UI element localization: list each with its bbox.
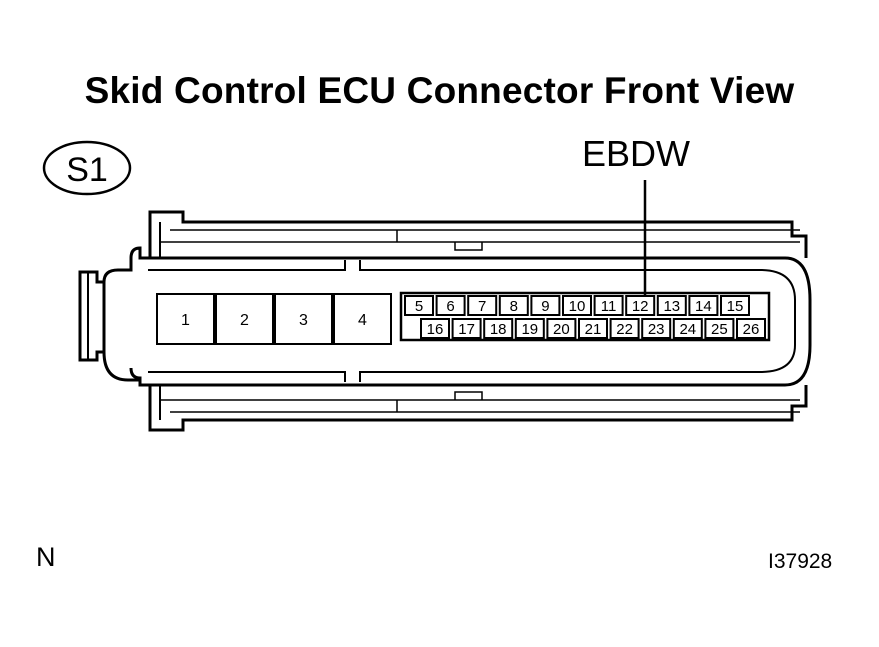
pin-label: 4 [358, 312, 367, 329]
connector-code-badge: S1 [42, 140, 132, 196]
figure-id: I37928 [768, 550, 833, 573]
pin-label: 22 [616, 321, 633, 338]
pin-2: 2 [215, 293, 274, 345]
pin-25: 25 [704, 318, 735, 339]
pin-label: 17 [458, 321, 475, 338]
pin-label: 3 [299, 312, 308, 329]
pin-5: 5 [404, 295, 434, 316]
pin-label: 9 [541, 298, 549, 315]
footer-left-code: N [36, 542, 56, 572]
pin-16: 16 [420, 318, 450, 339]
pin-label: 18 [490, 321, 507, 338]
pin-label: 7 [478, 298, 486, 315]
pin-3: 3 [274, 293, 333, 345]
pin-10: 10 [562, 295, 592, 316]
pin-13: 13 [656, 295, 687, 316]
pin-label: 21 [585, 321, 602, 338]
pin-21: 21 [578, 318, 608, 339]
pin-6: 6 [435, 295, 466, 316]
pin-label: 20 [553, 321, 570, 338]
large-pin-group: 1 2 3 4 [156, 293, 392, 345]
pin-label: 14 [695, 298, 712, 315]
pin-label: 23 [648, 321, 665, 338]
pin-label: 6 [446, 298, 454, 315]
pin-24: 24 [672, 318, 703, 339]
pin-label: 13 [663, 298, 680, 315]
pin-4: 4 [333, 293, 392, 345]
pin-1: 1 [156, 293, 215, 345]
pin-19: 19 [514, 318, 545, 339]
pin-label: 16 [427, 321, 444, 338]
pin-7: 7 [467, 295, 498, 316]
pin-label: 10 [569, 298, 586, 315]
connector-code-text: S1 [66, 151, 108, 189]
pin-12: 12 [625, 295, 656, 316]
pin-label: 19 [521, 321, 538, 338]
pin-label: 15 [727, 298, 744, 315]
pin-14: 14 [688, 295, 719, 316]
pin-label: 12 [632, 298, 649, 315]
connector-body [78, 210, 812, 432]
pin-11: 11 [593, 295, 624, 316]
pin-label: 5 [415, 298, 423, 315]
small-pin-row-bottom: 16 17 18 19 20 21 22 23 24 25 26 [420, 318, 766, 339]
pin-18: 18 [483, 318, 514, 339]
small-pin-block [399, 291, 771, 342]
pin-label: 8 [510, 298, 518, 315]
pin-20: 20 [546, 318, 577, 339]
pin-label: 11 [601, 298, 617, 315]
pin-9: 9 [530, 295, 561, 316]
pin-8: 8 [498, 295, 529, 316]
small-pin-row-top: 5 6 7 8 9 10 11 12 13 14 15 [404, 295, 750, 316]
pin-label: 25 [711, 321, 728, 338]
diagram-title: Skid Control ECU Connector Front View [84, 70, 795, 111]
pin-label: 24 [679, 321, 696, 338]
pin-17: 17 [451, 318, 482, 339]
pin-22: 22 [609, 318, 640, 339]
pin-26: 26 [736, 318, 766, 339]
callout-label-ebdw: EBDW [582, 133, 690, 174]
pin-label: 2 [240, 312, 249, 329]
pin-23: 23 [641, 318, 672, 339]
pin-15: 15 [720, 295, 750, 316]
pin-label: 1 [181, 312, 190, 329]
pin-label: 26 [743, 321, 760, 338]
